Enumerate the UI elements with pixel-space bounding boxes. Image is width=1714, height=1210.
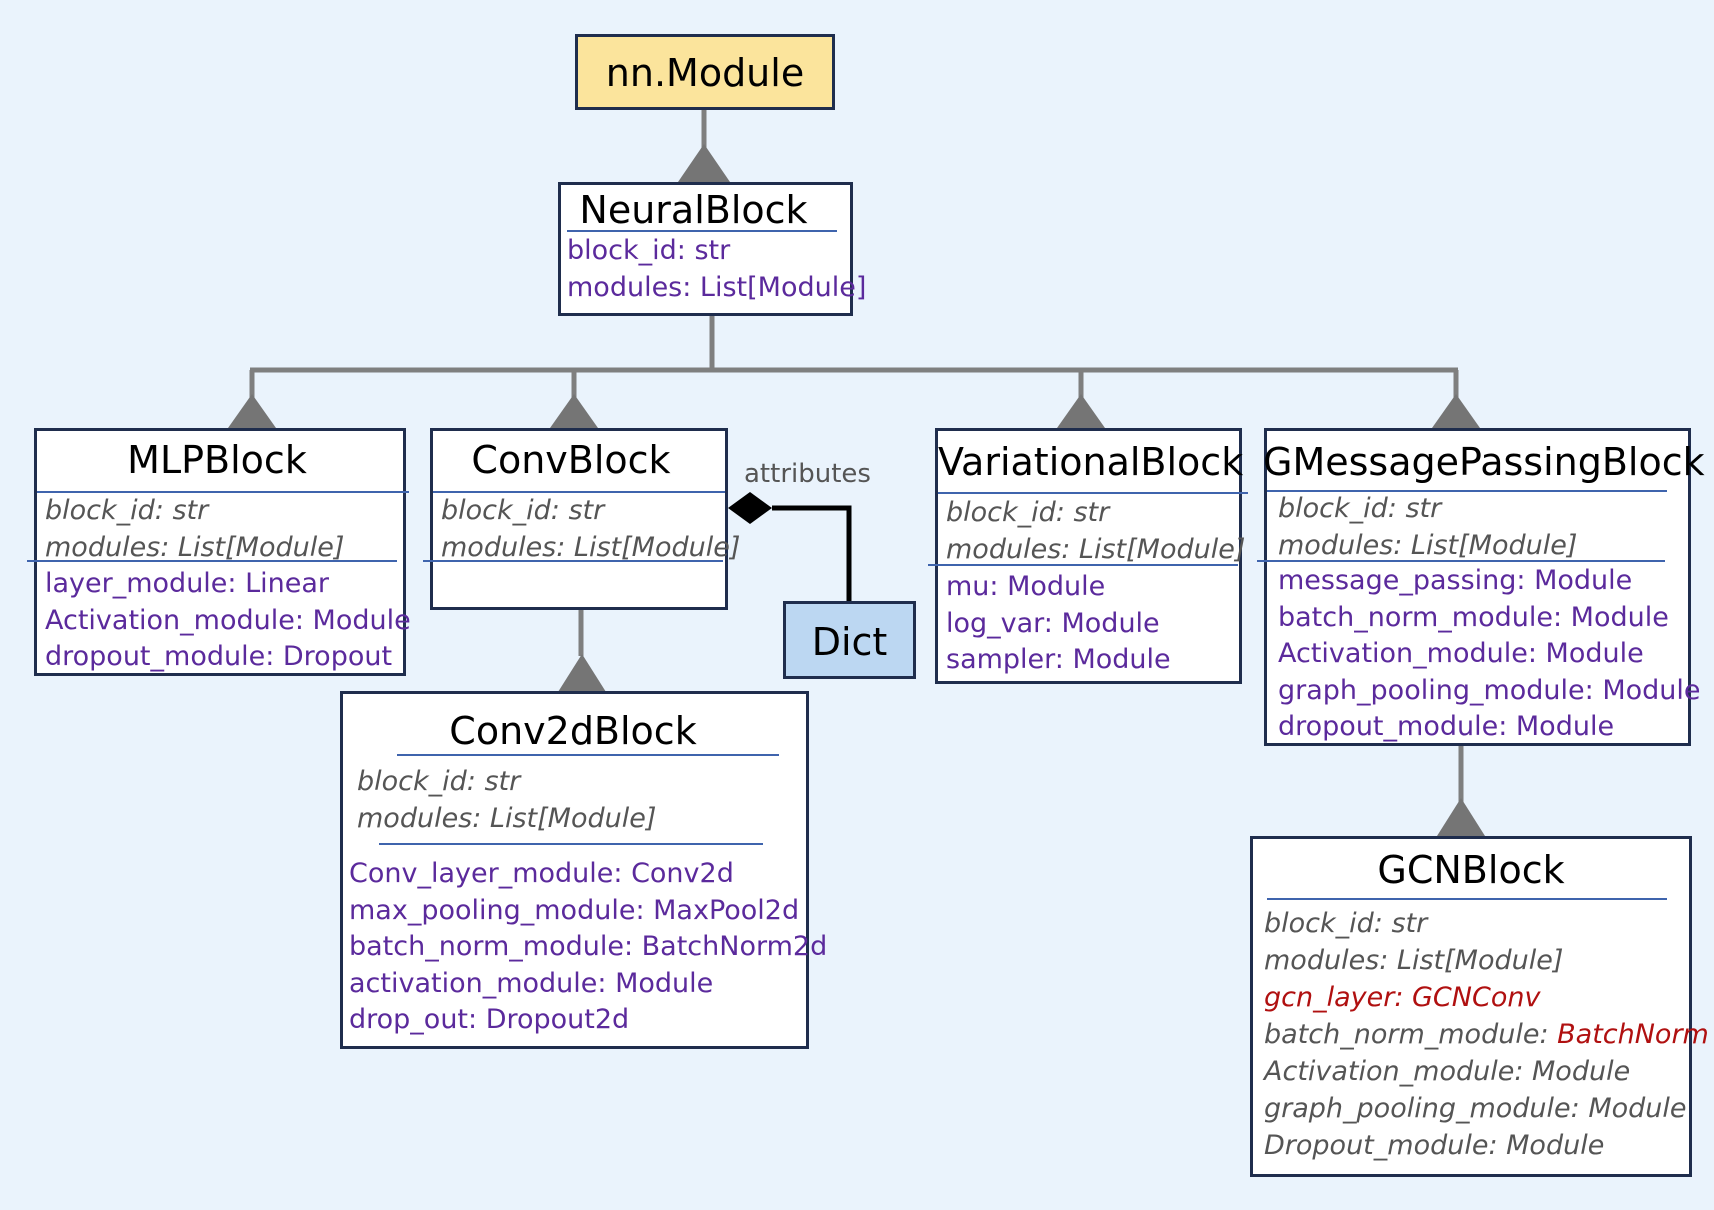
gcnblock-inherited-attr: block_id: str xyxy=(1264,908,1428,939)
gmessagepassingblock-separator xyxy=(1267,490,1667,492)
dict-class-box: Dict xyxy=(783,601,916,679)
inherit-arrow-mlp xyxy=(228,394,276,428)
gcnblock-separator xyxy=(1267,898,1667,900)
dict-title: Dict xyxy=(811,620,888,664)
neuralblock-separator xyxy=(567,230,837,232)
conv2dblock-separator xyxy=(397,754,779,756)
mlpblock-inherited-attr: block_id: str xyxy=(45,495,209,526)
variationalblock-attr: sampler: Module xyxy=(946,644,1171,675)
convblock-class-box: ConvBlock block_id: str modules: List[Mo… xyxy=(423,428,740,610)
gmessagepassingblock-class-box: GMessagePassingBlock block_id: str modul… xyxy=(1257,428,1705,746)
gcnblock-title: GCNBlock xyxy=(1377,848,1565,892)
gmessagepassingblock-attr: batch_norm_module: Module xyxy=(1278,602,1669,633)
gcnblock-batchnorm-attr: batch_norm_module: BatchNorm xyxy=(1264,1021,1709,1048)
gmessagepassingblock-attr: dropout_module: Module xyxy=(1278,711,1615,742)
conv2dblock-class-box: Conv2dBlock block_id: str modules: List[… xyxy=(340,691,827,1049)
mlpblock-attr: layer_module: Linear xyxy=(45,568,330,599)
conv2dblock-inherited-attr: block_id: str xyxy=(357,766,521,797)
gcnblock-inherited-attr: modules: List[Module] xyxy=(1264,945,1564,976)
conv2dblock-attr: max_pooling_module: MaxPool2d xyxy=(349,895,800,926)
composition-label: attributes xyxy=(744,459,871,489)
root-class-box: nn.Module xyxy=(575,34,835,110)
gcnblock-batchnorm-type: BatchNorm xyxy=(1557,1019,1709,1050)
convblock-title: ConvBlock xyxy=(471,438,671,482)
mlpblock-separator xyxy=(27,560,397,562)
gcnblock-batchnorm-name: batch_norm_module: xyxy=(1264,1019,1558,1050)
variationalblock-inherited-attr: block_id: str xyxy=(946,497,1110,528)
conv2dblock-attr: activation_module: Module xyxy=(349,968,714,999)
gcnblock-inherited-attr: graph_pooling_module: Module xyxy=(1264,1093,1687,1124)
inherit-arrow-conv2d xyxy=(558,654,606,692)
mlpblock-class-box: MLPBlock block_id: str modules: List[Mod… xyxy=(27,428,411,676)
inherit-arrow-gmp xyxy=(1432,394,1480,428)
inherit-arrow-conv xyxy=(550,394,598,428)
conv2dblock-inherited-attr: modules: List[Module] xyxy=(357,803,657,834)
variationalblock-attr: log_var: Module xyxy=(946,608,1160,639)
gcnblock-gcn-layer-attr: gcn_layer: GCNConv xyxy=(1264,982,1541,1013)
variationalblock-separator xyxy=(938,492,1248,494)
inherit-arrow-neural xyxy=(678,144,730,182)
gmessagepassingblock-separator xyxy=(1257,560,1665,562)
gmessagepassingblock-attr: graph_pooling_module: Module xyxy=(1278,675,1701,706)
gmessagepassingblock-attr: message_passing: Module xyxy=(1278,565,1633,596)
gcnblock-class-box: GCNBlock block_id: str modules: List[Mod… xyxy=(1250,836,1709,1177)
gcnblock-inherited-attr: Activation_module: Module xyxy=(1264,1056,1631,1087)
neuralblock-title: NeuralBlock xyxy=(579,188,808,232)
variationalblock-attr: mu: Module xyxy=(946,571,1106,602)
gmessagepassingblock-inherited-attr: block_id: str xyxy=(1278,493,1442,524)
conv2dblock-title: Conv2dBlock xyxy=(449,709,697,753)
convblock-inherited-attr: block_id: str xyxy=(441,495,605,526)
conv2dblock-separator xyxy=(379,843,763,845)
gcnblock-inherited-attr: Dropout_module: Module xyxy=(1264,1130,1605,1161)
convblock-separator xyxy=(433,491,725,493)
convblock-inherited-attr: modules: List[Module] xyxy=(441,532,741,563)
gmessagepassingblock-inherited-attr: modules: List[Module] xyxy=(1278,530,1578,561)
variationalblock-class-box: VariationalBlock block_id: str modules: … xyxy=(928,428,1248,684)
mlpblock-inherited-attr: modules: List[Module] xyxy=(45,532,345,563)
convblock-separator xyxy=(423,560,723,562)
mlpblock-separator xyxy=(37,491,409,493)
variationalblock-separator xyxy=(928,564,1238,566)
mlpblock-attr: Activation_module: Module xyxy=(45,605,411,636)
inherit-arrow-gcn xyxy=(1437,798,1485,836)
variationalblock-title: VariationalBlock xyxy=(938,440,1244,484)
composition-line xyxy=(772,505,852,604)
variationalblock-inherited-attr: modules: List[Module] xyxy=(946,534,1246,565)
composition-diamond-icon xyxy=(728,492,772,524)
mlpblock-title: MLPBlock xyxy=(127,438,307,482)
neuralblock-attr: modules: List[Module] xyxy=(567,272,867,303)
neuralblock-attr: block_id: str xyxy=(567,235,731,266)
gmessagepassingblock-title: GMessagePassingBlock xyxy=(1263,440,1705,484)
gmessagepassingblock-attr: Activation_module: Module xyxy=(1278,638,1644,669)
neuralblock-class-box: NeuralBlock block_id: str modules: List[… xyxy=(558,182,866,316)
root-class-title: nn.Module xyxy=(605,51,805,95)
conv2dblock-attr: drop_out: Dropout2d xyxy=(349,1004,630,1035)
conv2dblock-attr: batch_norm_module: BatchNorm2d xyxy=(349,931,828,962)
mlpblock-attr: dropout_module: Dropout xyxy=(45,641,393,672)
conv2dblock-attr: Conv_layer_module: Conv2d xyxy=(349,858,734,889)
inherit-arrow-variational xyxy=(1057,394,1105,428)
